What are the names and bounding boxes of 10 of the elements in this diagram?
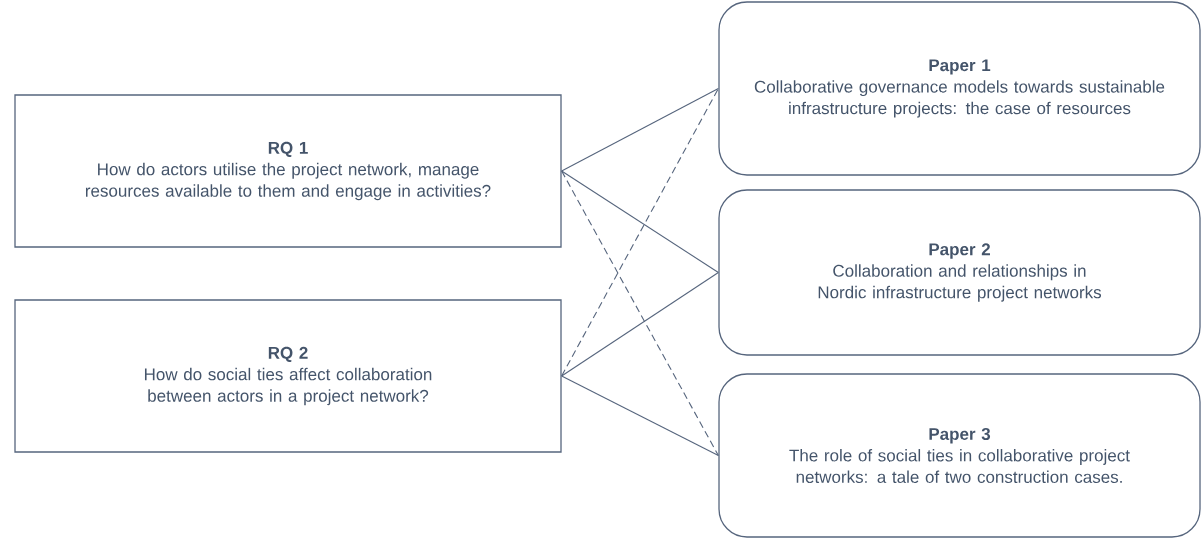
connector-line	[561, 375, 719, 457]
paper-box: Paper 1 Collaborative governance models towards sustainable infrastructure projects: the case of resources	[718, 1, 1201, 176]
connector-line	[561, 87, 719, 172]
paper-box: Paper 2 Collaboration and relationships in Nordic infrastructure project networks	[718, 189, 1201, 356]
connector-line	[561, 170, 719, 457]
question-box: RQ 2 How do social ties affect collaboration between actors in a project network?	[14, 299, 562, 453]
connector-line	[561, 271, 719, 377]
connector-line	[561, 170, 719, 274]
paper-box: Paper 3 The role of social ties in collaborative project networks: a tale of two construction cases.	[718, 373, 1201, 538]
question-box: RQ 1 How do actors utilise the project network, manage resources available to them and engage in activities?	[14, 94, 562, 248]
